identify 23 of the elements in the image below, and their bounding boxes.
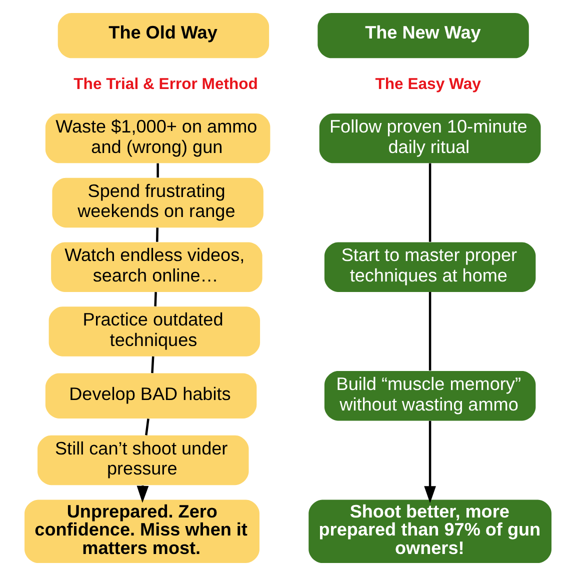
node-box: Waste $1,000+ on ammo and (wrong) gun [45, 113, 270, 164]
node-box: Still can’t shoot under pressure [38, 435, 249, 486]
connector [428, 163, 432, 242]
node-box: The New Way [318, 12, 529, 58]
connector [154, 292, 157, 306]
node-label: The Trial & Error Method [74, 76, 258, 93]
node-box: Watch endless videos, search online… [51, 242, 262, 292]
node-label: The Easy Way [375, 76, 481, 93]
arrow [424, 420, 436, 504]
connector [156, 228, 159, 242]
node-box: The Old Way [58, 12, 270, 58]
connector [156, 163, 159, 178]
connector [145, 418, 150, 436]
node-box: Spend frustrating weekends on range [52, 178, 264, 228]
node-box: Build “muscle memory” without wasting ammo [324, 371, 536, 421]
node-box: Develop BAD habits [45, 373, 257, 418]
node-box: Unprepared. Zero confidence. Miss when it matters most. [24, 500, 260, 564]
node-box: Follow proven 10-minute daily ritual [319, 113, 541, 164]
node-box: Start to master proper techniques at home [324, 242, 536, 292]
node-box: Shoot better, more prepared than 97% of gun owners! [308, 500, 552, 564]
node-box: Practice outdated techniques [48, 306, 260, 356]
connector [151, 356, 154, 374]
connector [428, 292, 432, 371]
